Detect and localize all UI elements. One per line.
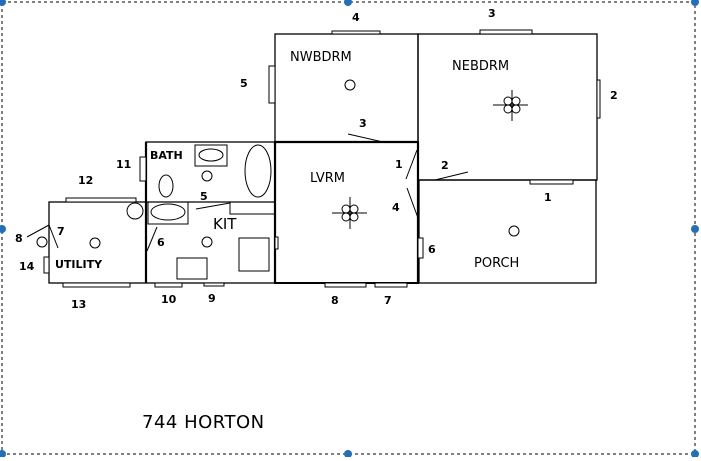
window-nebdrm-right <box>596 79 601 119</box>
windows <box>43 29 601 288</box>
doors <box>26 133 469 252</box>
drawing-title: 744 HORTON <box>142 412 265 433</box>
svg-text:2: 2 <box>441 159 449 172</box>
svg-text:7: 7 <box>57 225 65 238</box>
label-porch: PORCH <box>474 256 519 271</box>
stove <box>176 257 208 280</box>
handle-bottom-middle[interactable] <box>344 450 352 458</box>
light-porch <box>508 225 520 237</box>
window-utility-bottom <box>62 282 131 288</box>
svg-text:7: 7 <box>384 294 392 307</box>
label-kit: KIT <box>213 215 237 233</box>
svg-text:8: 8 <box>15 232 23 245</box>
svg-text:5: 5 <box>200 190 208 203</box>
svg-text:6: 6 <box>428 243 436 256</box>
room-labels: NWBDRM NEBDRM BATH KIT LVRM PORCH UTILIT… <box>55 50 519 271</box>
svg-text:14: 14 <box>19 260 35 273</box>
svg-text:1: 1 <box>544 191 552 204</box>
light-bath <box>201 170 213 182</box>
fixtures <box>36 79 528 280</box>
label-bath: BATH <box>150 149 183 162</box>
bath-tub <box>244 144 272 198</box>
handle-top-middle[interactable] <box>344 0 352 6</box>
room-bath-kit <box>145 141 276 284</box>
svg-text:5: 5 <box>240 77 248 90</box>
bath-sink <box>194 144 228 167</box>
door-lvrm-bottom <box>406 187 419 219</box>
svg-text:4: 4 <box>352 11 360 24</box>
window-nebdrm-top <box>479 29 533 35</box>
window-utility-top <box>65 197 137 203</box>
bath-toilet <box>158 174 174 198</box>
svg-text:11: 11 <box>116 158 131 171</box>
light-utility <box>89 237 101 249</box>
kitchen-counter <box>229 201 276 215</box>
door-nebdrm <box>434 171 469 181</box>
label-nwbdrm: NWBDRM <box>290 50 352 65</box>
window-kit-bottom-right <box>203 282 225 287</box>
svg-text:10: 10 <box>161 293 177 306</box>
water-heater <box>126 202 144 220</box>
door-kit-top <box>195 202 231 210</box>
handle-middle-left[interactable] <box>0 225 6 233</box>
svg-text:3: 3 <box>359 117 367 130</box>
window-nwbdrm-left <box>268 65 276 104</box>
svg-text:13: 13 <box>71 298 86 311</box>
refrigerator <box>238 237 270 272</box>
svg-text:1: 1 <box>395 158 403 171</box>
window-utility-left <box>43 256 50 274</box>
window-kit-right <box>274 236 279 250</box>
ceiling-fan-lvrm <box>332 197 367 229</box>
window-lvrm-bottom-left <box>324 282 367 288</box>
ceiling-fan-nebdrm <box>493 90 528 121</box>
door-utility-inner <box>48 224 59 249</box>
svg-text:4: 4 <box>392 201 400 214</box>
svg-text:8: 8 <box>331 294 339 307</box>
handle-top-left[interactable] <box>0 0 6 6</box>
handle-top-right[interactable] <box>691 0 699 6</box>
svg-text:12: 12 <box>78 174 93 187</box>
svg-text:2: 2 <box>610 89 618 102</box>
window-porch-top <box>529 179 574 185</box>
window-lvrm-bottom-right <box>374 282 408 288</box>
door-lvrm-top <box>405 149 418 180</box>
handle-middle-right[interactable] <box>691 225 699 233</box>
door-nwbdrm <box>347 133 384 143</box>
selection-frame[interactable] <box>1 1 696 455</box>
label-utility: UTILITY <box>55 258 103 271</box>
window-nwbdrm-top <box>331 30 381 35</box>
svg-text:3: 3 <box>488 7 496 20</box>
light-utility-outside <box>36 236 48 248</box>
window-lvrm-right <box>417 237 424 259</box>
handle-bottom-left[interactable] <box>0 450 6 458</box>
svg-text:9: 9 <box>208 292 216 305</box>
marker-labels: 4 5 3 3 2 2 1 1 4 6 8 7 11 5 6 10 9 12 1… <box>15 7 618 311</box>
light-nwbdrm <box>344 79 356 91</box>
handle-bottom-right[interactable] <box>691 450 699 458</box>
label-lvrm: LVRM <box>310 171 345 186</box>
svg-text:6: 6 <box>157 236 165 249</box>
door-utility-outer <box>26 224 50 238</box>
kitchen-sink <box>147 201 189 225</box>
door-kit-left <box>146 226 158 252</box>
label-nebdrm: NEBDRM <box>452 59 509 74</box>
light-kit <box>201 236 213 248</box>
window-bath-left <box>139 156 147 182</box>
window-kit-bottom-left <box>154 282 183 288</box>
